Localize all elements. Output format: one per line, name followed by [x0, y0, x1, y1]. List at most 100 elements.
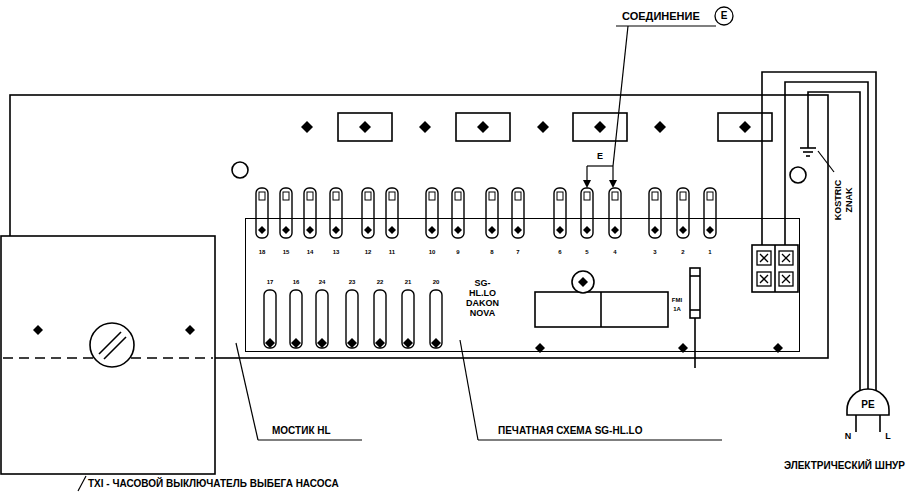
terminal-number: 8 — [490, 249, 493, 256]
mount-point — [291, 338, 301, 348]
line-art — [460, 340, 478, 440]
terminal-slot — [652, 192, 658, 200]
mount-point — [347, 338, 357, 348]
screw-slot — [782, 275, 790, 283]
terminal-slot — [307, 192, 313, 200]
mount-point — [185, 325, 195, 335]
terminal-slot — [680, 192, 686, 200]
terminal-number: 18 — [259, 249, 266, 256]
terminal-number: 24 — [319, 279, 326, 286]
mount-point — [537, 121, 549, 133]
screw — [779, 272, 793, 286]
terminal-number: 3 — [653, 249, 656, 256]
terminal-slot — [489, 192, 495, 200]
terminal — [486, 188, 498, 238]
terminal-slot — [612, 192, 618, 200]
terminal-number: 16 — [293, 279, 300, 286]
plug: PE — [846, 388, 890, 416]
screw-slot — [782, 275, 790, 283]
fuse-label: FMI — [672, 297, 682, 304]
mount-point — [583, 226, 591, 234]
line-art — [774, 245, 776, 292]
line-art — [785, 82, 868, 390]
line-art — [818, 151, 834, 172]
mount-point — [679, 226, 687, 234]
mount-point — [488, 226, 496, 234]
connection-letter: E — [597, 151, 603, 161]
mount-point — [514, 226, 522, 234]
line-art — [808, 92, 860, 392]
mount-point — [611, 226, 619, 234]
line-art — [612, 166, 613, 181]
mount-point — [739, 121, 751, 133]
mount-point — [282, 226, 290, 234]
terminal — [677, 188, 689, 238]
mount-point — [301, 121, 313, 133]
clip — [456, 113, 510, 141]
terminal — [426, 188, 438, 238]
screw — [779, 251, 793, 265]
mount-point — [556, 226, 564, 234]
line-art — [99, 332, 121, 354]
terminal-number: 9 — [456, 249, 459, 256]
terminal — [316, 290, 328, 348]
terminal-number: 15 — [283, 249, 290, 256]
mount-point — [651, 226, 659, 234]
mount-point — [359, 121, 371, 133]
board-label: SG-HL.LO DAKON NOVA — [466, 279, 499, 319]
line-art — [690, 309, 700, 311]
terminal-number: 7 — [516, 249, 519, 256]
mount-point — [454, 226, 462, 234]
terminal-number: 17 — [267, 279, 274, 286]
terminal-number: 13 — [333, 249, 340, 256]
callout-letter: E — [721, 10, 728, 22]
line-art — [762, 72, 876, 392]
line-art — [586, 166, 587, 181]
mount-point — [332, 226, 340, 234]
part-name: МОСТИК HL — [272, 425, 331, 437]
terminal-number: 5 — [585, 249, 588, 256]
terminal — [280, 188, 292, 238]
terminal — [452, 188, 464, 238]
terminal — [704, 188, 716, 238]
line-art — [690, 275, 700, 277]
terminal-number: 12 — [365, 249, 372, 256]
terminal-number: 2 — [681, 249, 684, 256]
screw-slot — [760, 254, 768, 262]
terminal — [386, 188, 398, 238]
clip — [338, 113, 392, 141]
line-art — [78, 476, 86, 491]
terminal — [256, 188, 268, 238]
line-art — [583, 180, 591, 188]
mount-point — [706, 226, 714, 234]
line-art — [752, 245, 798, 292]
terminal — [512, 188, 524, 238]
line-art — [583, 180, 617, 188]
screw-slot — [782, 254, 790, 262]
mount-point — [428, 226, 436, 234]
line-art — [1, 7, 880, 491]
circuit-board: SG-HL.LO DAKON NOVA — [245, 218, 800, 352]
line-art — [236, 343, 258, 440]
terminal-slot — [365, 192, 371, 200]
line-art — [879, 414, 881, 432]
mount-point — [265, 338, 275, 348]
clip — [718, 113, 772, 141]
mount-point — [403, 338, 413, 348]
terminal — [609, 188, 621, 238]
terminal-number: 21 — [405, 279, 412, 286]
terminal — [346, 290, 358, 348]
line-art — [800, 147, 816, 149]
terminal — [581, 188, 593, 238]
line-art — [90, 323, 134, 367]
line-art — [855, 414, 857, 432]
mount-point — [654, 121, 666, 133]
line-art — [572, 271, 594, 293]
terminal — [374, 290, 386, 348]
clip — [573, 113, 627, 141]
terminal-number: 1 — [708, 249, 711, 256]
terminal — [554, 188, 566, 238]
line-art — [478, 439, 722, 440]
line-art — [232, 162, 248, 178]
